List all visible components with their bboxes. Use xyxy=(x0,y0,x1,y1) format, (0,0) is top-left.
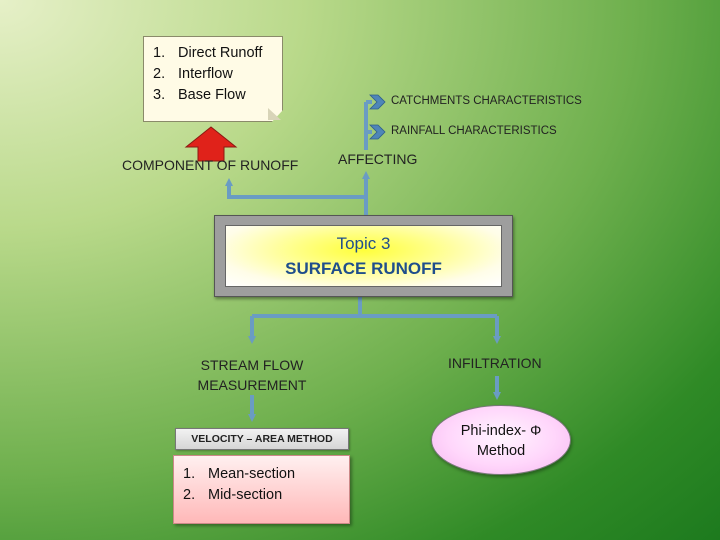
components-heading: COMPONENT OF RUNOFF xyxy=(122,157,299,173)
list-item: 3.Base Flow xyxy=(153,87,246,103)
stream-flow-heading-1: STREAM FLOW xyxy=(200,357,304,373)
affecting-heading: AFFECTING xyxy=(338,151,418,167)
list-item: 2.Interflow xyxy=(153,66,233,82)
phi-method-label: Method xyxy=(476,442,526,459)
topic-box: Topic 3 SURFACE RUNOFF xyxy=(214,215,513,297)
list-item: 2.Mid-section xyxy=(183,487,283,503)
affecting-item-rainfall: RAINFALL CHARACTERISTICS xyxy=(391,125,557,137)
connector-to-components xyxy=(225,178,366,199)
chevron-icon xyxy=(369,94,386,140)
components-note: 1.Direct Runoff 2.Interflow 3.Base Flow xyxy=(143,36,283,122)
list-item: 1.Mean-section xyxy=(183,466,296,482)
infiltration-heading: INFILTRATION xyxy=(448,355,542,371)
phi-symbol-icon: Φ xyxy=(530,421,542,438)
stream-flow-methods-box: 1.Mean-section 2.Mid-section xyxy=(173,455,350,524)
phi-index-label: Phi-index- xyxy=(460,422,527,439)
note-fold xyxy=(268,108,281,120)
topic-number: Topic 3 xyxy=(336,234,391,253)
up-arrow-icon xyxy=(184,126,238,162)
stream-flow-heading-2: MEASUREMENT xyxy=(197,377,307,393)
affecting-item-catchments: CATCHMENTS CHARACTERISTICS xyxy=(391,95,582,107)
list-item: 1.Direct Runoff xyxy=(153,45,263,61)
velocity-area-method-header: VELOCITY – AREA METHOD xyxy=(175,428,349,450)
phi-index-method-ellipse: Phi-index- Φ Method xyxy=(431,405,571,475)
topic-title: SURFACE RUNOFF xyxy=(285,259,442,278)
